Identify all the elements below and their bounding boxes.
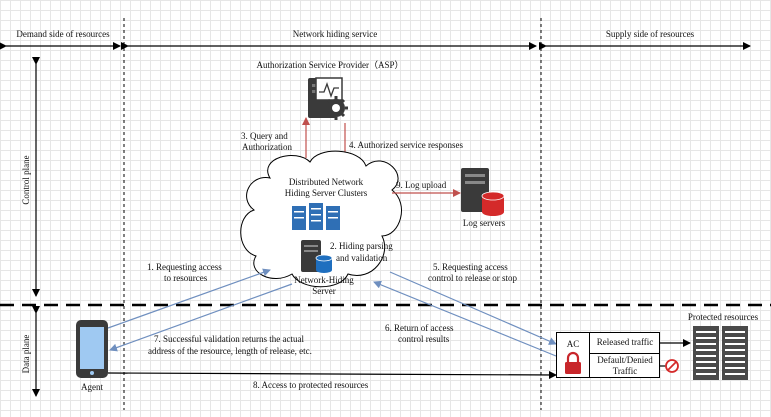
step-5-label-1: 5. Requesting access xyxy=(433,262,508,272)
deny-icon xyxy=(665,359,679,373)
denied-traffic-cell: Default/Denied Traffic xyxy=(590,354,660,377)
denied-traffic-label-1: Default/Denied xyxy=(597,355,653,365)
arrow-step-1 xyxy=(107,268,271,329)
released-traffic-cell: Released traffic xyxy=(590,333,660,354)
step-6-label-2: control results xyxy=(398,334,450,344)
agent-phone-icon xyxy=(76,320,108,378)
step-7-label-1: 7. Successful validation returns the act… xyxy=(154,334,304,344)
ac-column: AC xyxy=(557,333,590,377)
arrow-step-6 xyxy=(373,280,557,357)
protected-resources-label: Protected resources xyxy=(687,312,759,322)
arrow-step-8 xyxy=(107,370,557,379)
step-5-label-2: control to release or stop xyxy=(428,273,517,283)
protected-resources-icon xyxy=(693,326,748,380)
cluster-label-2: Hiding Server Clusters xyxy=(284,188,368,198)
data-plane-label: Data plane xyxy=(21,334,31,374)
released-traffic-label: Released traffic xyxy=(596,337,654,347)
step-3-label-2: Authorization xyxy=(242,142,292,152)
denied-traffic-label-2: Traffic xyxy=(612,366,638,376)
parsing-label-2: and validation xyxy=(336,253,388,263)
demand-zone-label: Demand side of resources xyxy=(16,29,110,39)
network-hiding-server-icon xyxy=(301,240,333,273)
log-servers-label: Log servers xyxy=(462,218,506,228)
step-7-label-2: address of the resource, length of relea… xyxy=(148,346,312,356)
agent-label: Agent xyxy=(81,382,103,392)
step-4-label: 4. Authorized service responses xyxy=(349,140,463,150)
network-hiding-server-label-2: Server xyxy=(312,286,336,296)
access-controller-box: AC Released traffic Default/Denied Traff… xyxy=(556,332,660,378)
ac-label: AC xyxy=(566,339,580,349)
lock-icon xyxy=(565,351,581,374)
step-6-label-1: 6. Return of access xyxy=(385,323,454,333)
asp-server-icon xyxy=(308,77,348,120)
step-1-label-1: 1. Requesting access xyxy=(147,262,222,272)
step-8-label: 8. Access to protected resources xyxy=(253,380,369,390)
step-9-label: 9. Log upload xyxy=(396,180,447,190)
control-plane-label: Control plane xyxy=(21,155,31,205)
step-3-label-1: 3. Query and xyxy=(241,131,288,141)
log-server-icon xyxy=(461,168,505,216)
arrow-step-5 xyxy=(389,271,557,345)
arrow-step-7 xyxy=(109,283,293,352)
supply-zone-label: Supply side of resources xyxy=(605,29,695,39)
server-cluster-icon xyxy=(292,203,340,230)
cluster-label-1: Distributed Network xyxy=(288,177,364,187)
hiding-zone-label: Network hiding service xyxy=(292,29,378,39)
step-1-label-2: to resources xyxy=(164,273,208,283)
parsing-label-1: 2. Hiding parsing xyxy=(330,241,393,251)
asp-title: Authorization Service Provider（ASP） xyxy=(256,60,404,70)
network-hiding-server-label-1: Network-Hiding xyxy=(294,275,354,285)
